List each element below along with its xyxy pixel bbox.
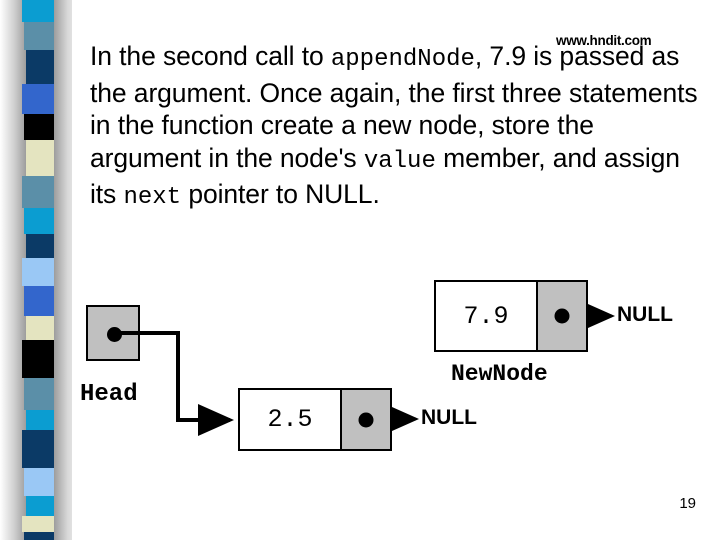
node-pointer-cell-first-node xyxy=(340,390,390,449)
stripe-band xyxy=(22,430,54,468)
stripe-band xyxy=(24,22,56,50)
node-pointer-cell-new-node xyxy=(536,282,586,350)
stripe-shadow-left xyxy=(0,0,26,540)
node-pointer-dot-first-node xyxy=(358,412,374,427)
node-box-new-node: 7.9 xyxy=(434,280,588,352)
stripe-band xyxy=(26,410,58,430)
head-pointer-dot xyxy=(107,327,122,342)
node-value-new-node: 7.9 xyxy=(436,282,536,350)
null-label-new-node: NULL xyxy=(617,303,673,326)
stripe-band xyxy=(24,114,56,140)
body-text-run-3: value xyxy=(363,147,436,175)
stripe-band xyxy=(22,258,54,286)
body-text-run-1: appendNode xyxy=(330,46,475,73)
stripe-band xyxy=(26,140,58,176)
body-text-run-4: member, and assign its xyxy=(90,142,680,210)
stripe-band xyxy=(22,340,54,378)
page-number: 19 xyxy=(679,495,696,512)
head-label: Head xyxy=(80,381,138,408)
stripe-band xyxy=(24,286,56,316)
stripe-band xyxy=(26,316,58,340)
watermark-text: www.hndit.com xyxy=(556,33,652,48)
null-label-first-node: NULL xyxy=(421,406,477,429)
stripe-band xyxy=(26,496,58,516)
body-text-run-0: In the second call to xyxy=(90,41,331,71)
stripe-shadow-right xyxy=(54,0,72,540)
body-paragraph: In the second call to appendNode, 7.9 is… xyxy=(90,40,710,215)
head-pointer-box xyxy=(86,305,140,361)
body-text-run-6: pointer to NULL. xyxy=(181,179,380,209)
stripe-band xyxy=(24,468,56,496)
stripe-band xyxy=(24,208,56,234)
node-pointer-dot-new-node xyxy=(554,308,570,324)
body-text-run-2: , 7.9 is passed as the argument. Once ag… xyxy=(90,41,698,173)
new-node-caption: NewNode xyxy=(451,361,548,387)
stripe-band xyxy=(22,0,54,22)
stripe-band xyxy=(22,84,54,114)
stripe-band xyxy=(22,516,54,532)
node-value-first-node: 2.5 xyxy=(240,390,340,449)
stripe-band xyxy=(24,532,56,540)
stripe-band xyxy=(22,176,54,208)
stripe-band xyxy=(26,234,58,258)
stripe-band xyxy=(24,378,56,410)
node-box-first-node: 2.5 xyxy=(238,388,392,451)
body-text-run-5: next xyxy=(123,184,182,211)
stripe-band xyxy=(26,50,58,84)
decorative-stripe-column xyxy=(0,0,72,540)
